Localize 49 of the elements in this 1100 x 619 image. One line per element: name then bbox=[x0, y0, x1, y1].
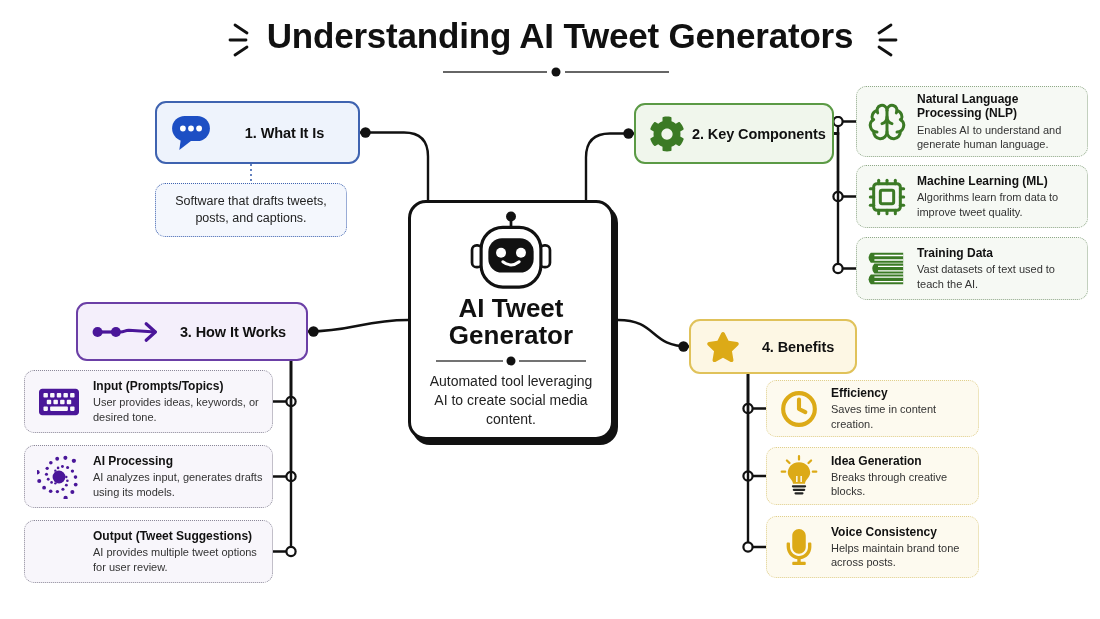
connector-line bbox=[832, 132, 856, 275]
card-title: Idea Generation bbox=[831, 453, 922, 468]
topic-card bbox=[76, 302, 308, 361]
info-card bbox=[766, 516, 979, 578]
card-description: Helps maintain brand tone across posts. bbox=[831, 540, 961, 570]
card-description: Vast datasets of text used to teach the AI. bbox=[917, 262, 1056, 291]
card-description: AI provides multiple tweet options for user review. bbox=[93, 545, 258, 574]
info-card bbox=[856, 237, 1088, 300]
connector-line bbox=[273, 361, 297, 558]
connector-line bbox=[360, 127, 430, 200]
connector-line bbox=[742, 374, 766, 553]
card-description: Enables AI to understand and generate human language. bbox=[917, 122, 1063, 152]
page-title: Understanding AI Tweet Generators bbox=[266, 15, 854, 57]
info-card bbox=[766, 380, 979, 437]
card-title: Efficiency bbox=[831, 386, 888, 401]
card-description: Algorithms learn from data to improve tweet quality. bbox=[917, 190, 1060, 219]
card-title: Training Data bbox=[917, 246, 993, 261]
connector-line bbox=[617, 318, 690, 352]
info-card bbox=[766, 447, 979, 505]
note-text: Software that drafts tweets, posts, and captions. bbox=[174, 192, 328, 227]
card-description: Breaks through creative blocks. bbox=[831, 469, 949, 499]
card-title: Input (Prompts/Topics) bbox=[93, 379, 224, 394]
topic-title: 2. Key Components bbox=[692, 125, 826, 142]
card-description: Saves time in content creation. bbox=[831, 402, 938, 431]
dotted-connector bbox=[250, 163, 252, 184]
card-title: Machine Learning (ML) bbox=[917, 174, 1048, 189]
info-card bbox=[24, 370, 273, 433]
topic-card bbox=[689, 319, 857, 374]
card-description: User provides ideas, keywords, or desired tone. bbox=[93, 395, 260, 424]
info-card bbox=[24, 445, 273, 508]
card-description: AI analyzes input, generates drafts using its models. bbox=[93, 470, 264, 499]
topic-title: 1. What It Is bbox=[244, 124, 325, 141]
topic-card bbox=[634, 103, 834, 164]
note-card bbox=[155, 183, 347, 237]
card-title: Output (Tweet Suggestions) bbox=[93, 529, 253, 544]
topic-title: 4. Benefits bbox=[761, 338, 835, 355]
card-title: AI Processing bbox=[93, 454, 174, 469]
topic-card bbox=[155, 101, 360, 164]
connector-line bbox=[584, 128, 634, 200]
topic-title: 3. How It Works bbox=[179, 323, 287, 340]
connector-line bbox=[832, 115, 856, 135]
central-title: AI Tweet Generator bbox=[447, 294, 575, 350]
connector-line bbox=[307, 318, 409, 337]
card-title: Natural Language Processing (NLP) bbox=[917, 91, 1020, 121]
info-card bbox=[24, 520, 273, 583]
info-card bbox=[856, 165, 1088, 228]
card-title: Voice Consistency bbox=[831, 524, 937, 539]
central-description: Automated tool leveraging AI to create social media content. bbox=[428, 372, 594, 429]
info-card bbox=[856, 86, 1088, 157]
